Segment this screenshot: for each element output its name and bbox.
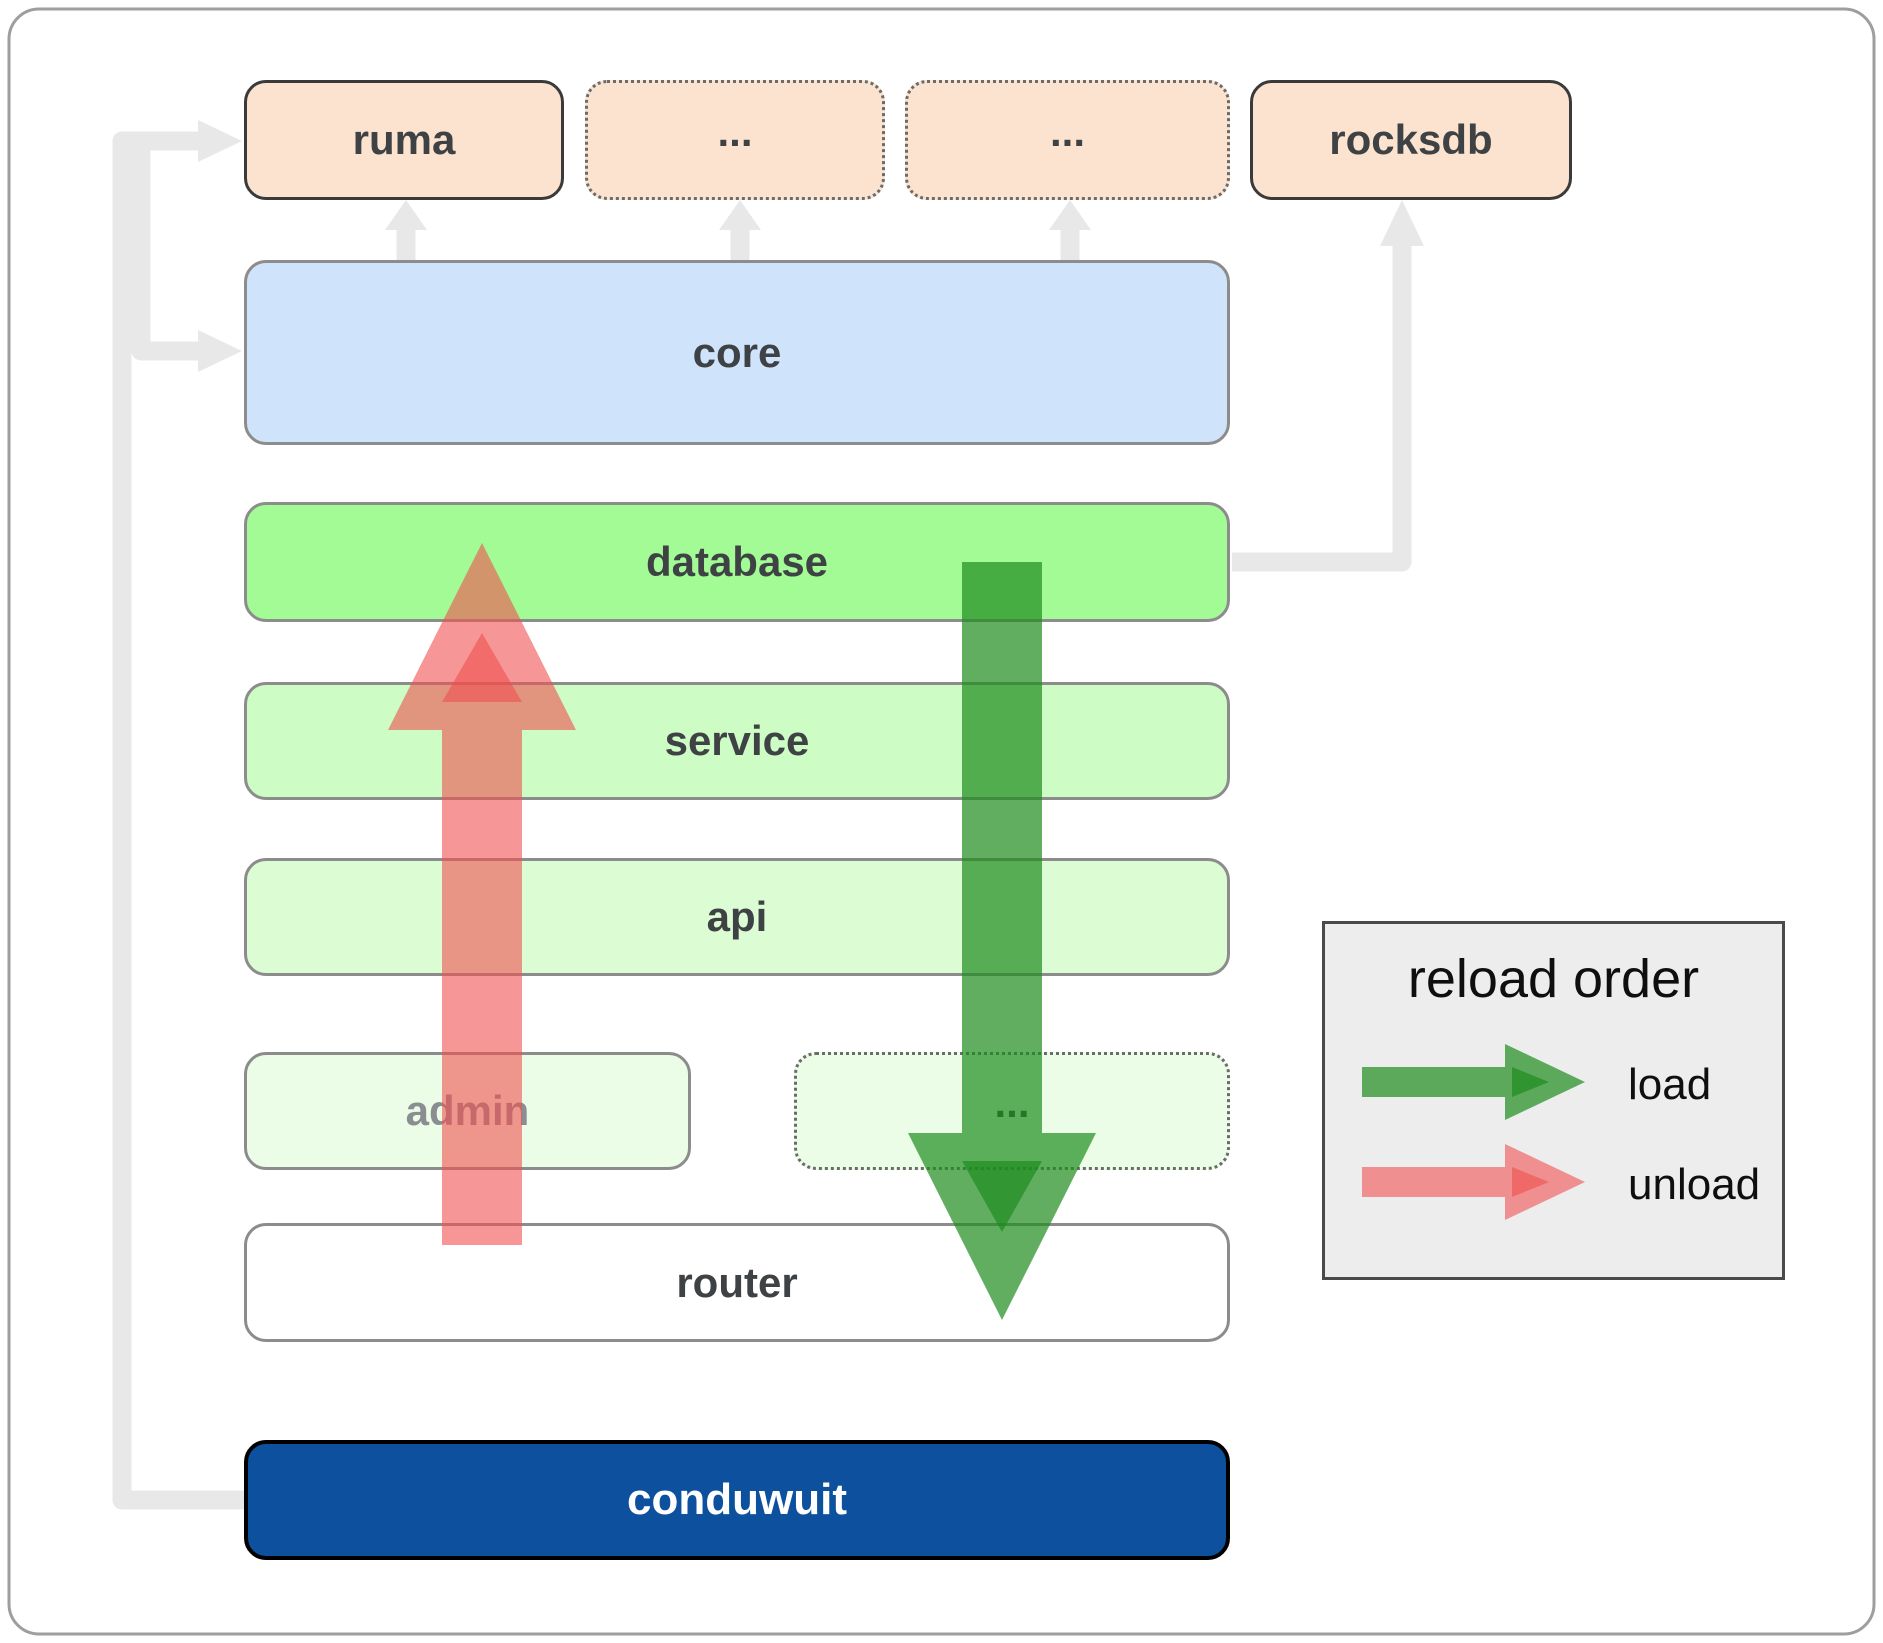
legend-load-label: load bbox=[1628, 1060, 1712, 1109]
box-rocksdb-label: rocksdb bbox=[1329, 116, 1493, 163]
box-database-label: database bbox=[645, 538, 829, 585]
box-router: router bbox=[244, 1223, 1230, 1342]
box-api-label: api bbox=[706, 893, 768, 940]
box-ellipsis-top-2-label: ... bbox=[1049, 108, 1085, 155]
up-arrowhead-ruma-icon bbox=[385, 200, 427, 230]
box-core-label: core bbox=[692, 328, 782, 376]
box-ellipsis-top-1-label: ... bbox=[717, 108, 753, 155]
box-database: database bbox=[244, 502, 1230, 622]
up-arrowhead-ellipsis-1-icon bbox=[719, 200, 761, 230]
box-router-label: router bbox=[676, 1258, 798, 1306]
box-ellipsis-top-1: ... bbox=[585, 80, 885, 200]
box-ellipsis-admin: ... bbox=[794, 1052, 1230, 1170]
box-ruma-label: ruma bbox=[352, 116, 456, 163]
legend-box: reload order load unload bbox=[1322, 921, 1785, 1280]
arrowhead-into-ruma-icon bbox=[198, 120, 242, 162]
figure-border bbox=[7, 7, 1876, 1636]
legend-title: reload order bbox=[1407, 949, 1700, 1009]
box-conduwuit: conduwuit bbox=[244, 1440, 1230, 1560]
box-core: core bbox=[244, 260, 1230, 445]
up-arrowhead-ellipsis-2-icon bbox=[1049, 200, 1091, 230]
box-ruma: ruma bbox=[244, 80, 564, 200]
box-service-label: service bbox=[664, 717, 810, 764]
box-ellipsis-admin-label: ... bbox=[994, 1079, 1030, 1126]
connector-conduwuit-to-ruma bbox=[112, 131, 250, 1510]
connector-conduwuit-to-core bbox=[131, 150, 200, 361]
box-api: api bbox=[244, 858, 1230, 976]
box-service: service bbox=[244, 682, 1230, 800]
box-admin: admin bbox=[244, 1052, 691, 1170]
legend-unload-label: unload bbox=[1628, 1160, 1761, 1209]
box-ellipsis-top-2: ... bbox=[905, 80, 1230, 200]
connector-database-to-rocksdb bbox=[1232, 242, 1412, 572]
box-conduwuit-label: conduwuit bbox=[627, 1475, 847, 1524]
box-rocksdb: rocksdb bbox=[1250, 80, 1572, 200]
arrowhead-into-rocksdb-icon bbox=[1380, 200, 1424, 246]
load-arrow-head-overlay bbox=[962, 1161, 1042, 1232]
arrowhead-into-core-icon bbox=[198, 330, 242, 372]
box-admin-label: admin bbox=[405, 1087, 530, 1134]
